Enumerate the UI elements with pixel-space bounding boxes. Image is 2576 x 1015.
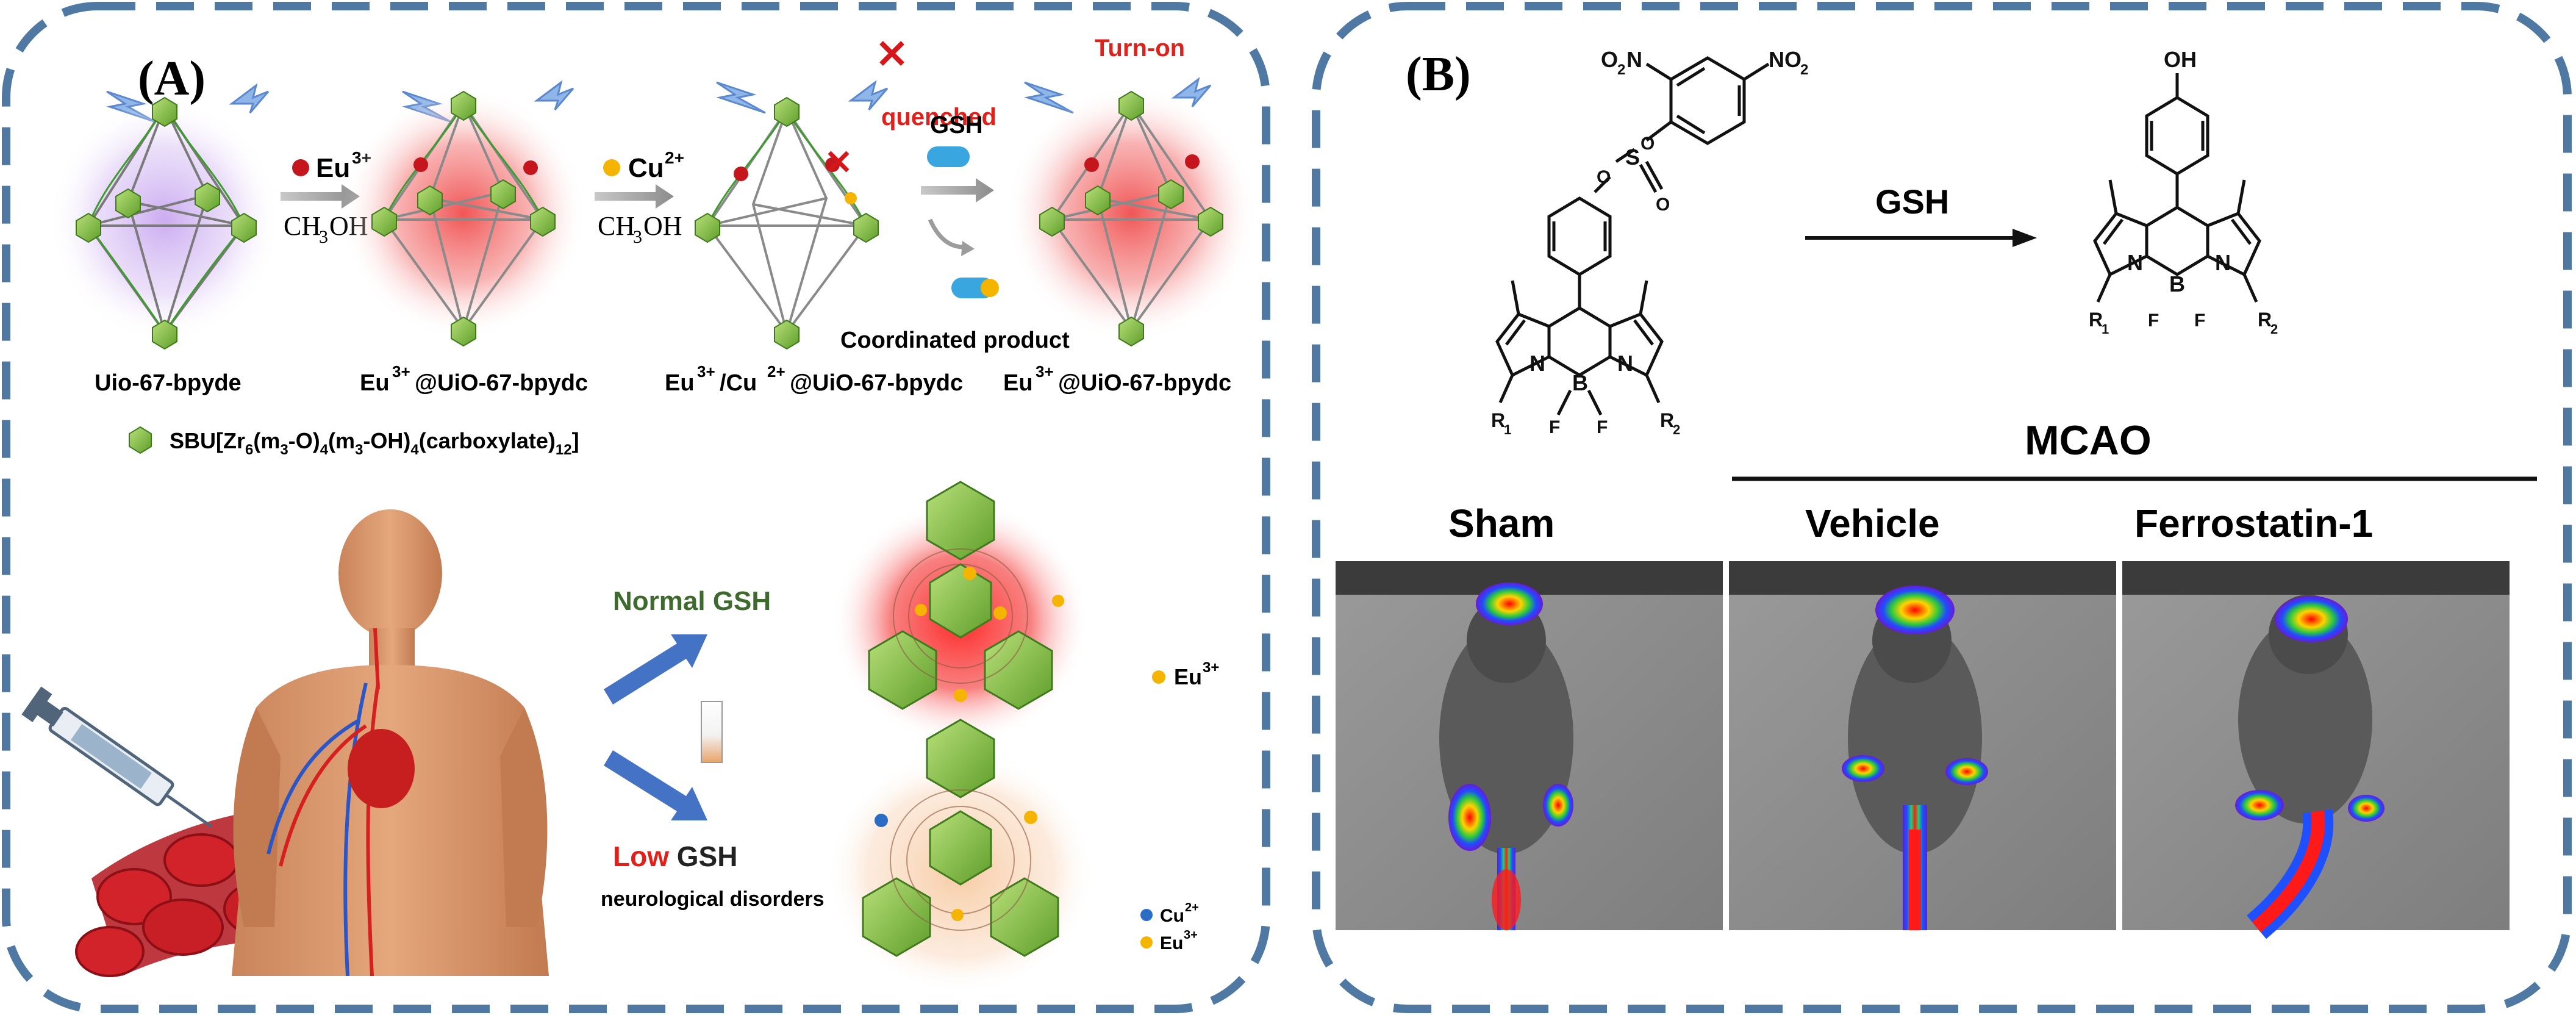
group-labels: Sham Vehicle Ferrostatin-1 — [1448, 501, 2373, 545]
svg-text:3+: 3+ — [392, 362, 410, 381]
lightning-icons — [106, 77, 1212, 123]
svg-text:F: F — [1597, 417, 1608, 437]
svg-text:F: F — [1549, 417, 1560, 437]
svg-text:OH: OH — [2164, 47, 2197, 72]
svg-text:1: 1 — [2102, 321, 2109, 337]
svg-text:R: R — [2089, 309, 2103, 331]
svg-text:NO: NO — [1769, 47, 1801, 72]
svg-text:O: O — [1597, 167, 1611, 187]
svg-text:N: N — [2127, 250, 2143, 275]
svg-text:@UiO-67-bpydc: @UiO-67-bpydc — [790, 370, 963, 396]
svg-text:2+: 2+ — [1185, 901, 1199, 914]
svg-text:MCAO: MCAO — [2025, 417, 2152, 464]
svg-text:N: N — [1617, 351, 1633, 376]
mof-cluster-low — [826, 719, 1095, 994]
svg-text:2: 2 — [2270, 321, 2278, 337]
svg-text:Sham: Sham — [1448, 501, 1555, 545]
imaging-ferrostatin — [2122, 561, 2510, 939]
panel-b-border — [1312, 2, 2572, 1013]
svg-text:2: 2 — [1673, 422, 1680, 437]
sbu-legend: SBU[Zr6(m3-O)4(m3-OH)4(carboxylate)12] — [129, 426, 579, 458]
legend-eu: Eu 3+ — [1152, 659, 1219, 689]
svg-text:Coordinated product: Coordinated product — [840, 328, 1070, 353]
svg-text:2: 2 — [1800, 62, 1808, 78]
svg-text:N: N — [2215, 250, 2231, 275]
svg-text:O: O — [1640, 134, 1655, 154]
svg-text:N: N — [1530, 351, 1545, 376]
svg-text:3+: 3+ — [697, 362, 715, 381]
mof-uio67-bpyde — [49, 96, 281, 350]
svg-text:F: F — [2194, 310, 2205, 331]
svg-text:Eu: Eu — [1160, 933, 1183, 953]
svg-text:3+: 3+ — [1184, 928, 1198, 942]
mof-eu-uio67-turn-on: Turn-on — [1006, 35, 1256, 347]
svg-text:O: O — [1656, 195, 1670, 215]
svg-text:2: 2 — [1617, 62, 1625, 78]
svg-text:B: B — [1572, 370, 1588, 395]
svg-text:@UiO-67-bpydc: @UiO-67-bpydc — [1058, 370, 1231, 396]
svg-text:OH: OH — [643, 211, 682, 241]
product-structure — [2093, 73, 2261, 303]
svg-text:F: F — [2148, 310, 2159, 331]
svg-text:S: S — [1625, 145, 1640, 170]
svg-text:3: 3 — [319, 227, 328, 247]
svg-text:Cu: Cu — [1160, 906, 1184, 926]
svg-text:N: N — [1626, 47, 1642, 72]
imaging-vehicle — [1729, 561, 2116, 930]
svg-text:CH: CH — [598, 211, 635, 241]
mcao-header: MCAO — [1732, 417, 2537, 481]
legend-cu-eu: Cu 2+ Eu 3+ — [1140, 901, 1199, 953]
svg-text:Eu: Eu — [1003, 370, 1033, 396]
svg-text:Normal GSH: Normal GSH — [613, 586, 771, 616]
panel-b-label: (B) — [1406, 48, 1471, 101]
syringe-icon — [21, 686, 212, 828]
svg-text:1: 1 — [1504, 422, 1511, 437]
imaging-sham — [1336, 561, 1723, 930]
svg-text:3: 3 — [633, 227, 642, 247]
svg-text:Ferrostatin-1: Ferrostatin-1 — [2134, 501, 2373, 545]
vial-icon — [701, 701, 723, 763]
svg-text:R: R — [1660, 409, 1674, 431]
svg-text:GSH: GSH — [930, 112, 983, 138]
product-atoms: OH N N B F F R 1 R 2 — [2089, 47, 2278, 337]
panel-a-label: (A) — [138, 52, 206, 106]
svg-text:Low GSH: Low GSH — [613, 841, 737, 872]
svg-text:Eu: Eu — [1174, 664, 1202, 689]
svg-text:quenched: quenched — [881, 104, 996, 131]
mof-eu-uio67 — [342, 88, 585, 347]
svg-text:Eu: Eu — [360, 370, 390, 396]
svg-text:neurological disorders: neurological disorders — [601, 888, 825, 911]
svg-text:Turn-on: Turn-on — [1095, 35, 1185, 62]
mof-cluster-normal — [832, 481, 1089, 744]
svg-text:GSH: GSH — [1875, 182, 1949, 221]
svg-text:R: R — [2258, 309, 2272, 331]
svg-text:Eu: Eu — [665, 370, 695, 396]
svg-text:Eu: Eu — [316, 153, 350, 183]
svg-text:Uio-67-bpyde: Uio-67-bpyde — [95, 370, 242, 396]
svg-text:@UiO-67-bpydc: @UiO-67-bpydc — [415, 370, 588, 396]
svg-text:3+: 3+ — [1036, 362, 1054, 381]
human-body-illustration — [232, 509, 549, 977]
gsh-branch-arrows: Normal GSH Low GSH neurological disorder… — [601, 586, 825, 911]
svg-text:Vehicle: Vehicle — [1805, 501, 1940, 545]
svg-text:SBU[Zr6(m3-O)4(m3-OH)4(carboxy: SBU[Zr6(m3-O)4(m3-OH)4(carboxylate)12] — [170, 428, 579, 458]
reactant-atoms: O 2 N NO 2 S O O O N N B F F R 1 R 2 — [1491, 47, 1808, 437]
svg-text:/Cu: /Cu — [720, 370, 757, 396]
reaction-arrow-2: Cu 2+ CH 3 OH — [595, 148, 684, 247]
mof-eu-cu-uio67: quenched — [695, 41, 996, 350]
svg-text:B: B — [2169, 271, 2185, 296]
mof-captions: Uio-67-bpyde Eu 3+ @UiO-67-bpydc Eu 3+ /… — [95, 362, 1231, 396]
svg-text:Cu: Cu — [628, 153, 664, 183]
panel-a-border — [2, 2, 1270, 1013]
gsh-reaction-arrow: GSH — [1805, 182, 2037, 247]
svg-text:CH: CH — [284, 211, 321, 241]
reactant-structure — [1495, 56, 1770, 416]
svg-text:2+: 2+ — [665, 148, 684, 167]
svg-text:R: R — [1491, 409, 1505, 431]
gsh-step: GSH Coordinated product — [840, 112, 1070, 353]
svg-text:O: O — [1601, 47, 1618, 72]
svg-text:2+: 2+ — [767, 362, 785, 381]
svg-text:3+: 3+ — [1203, 659, 1219, 676]
